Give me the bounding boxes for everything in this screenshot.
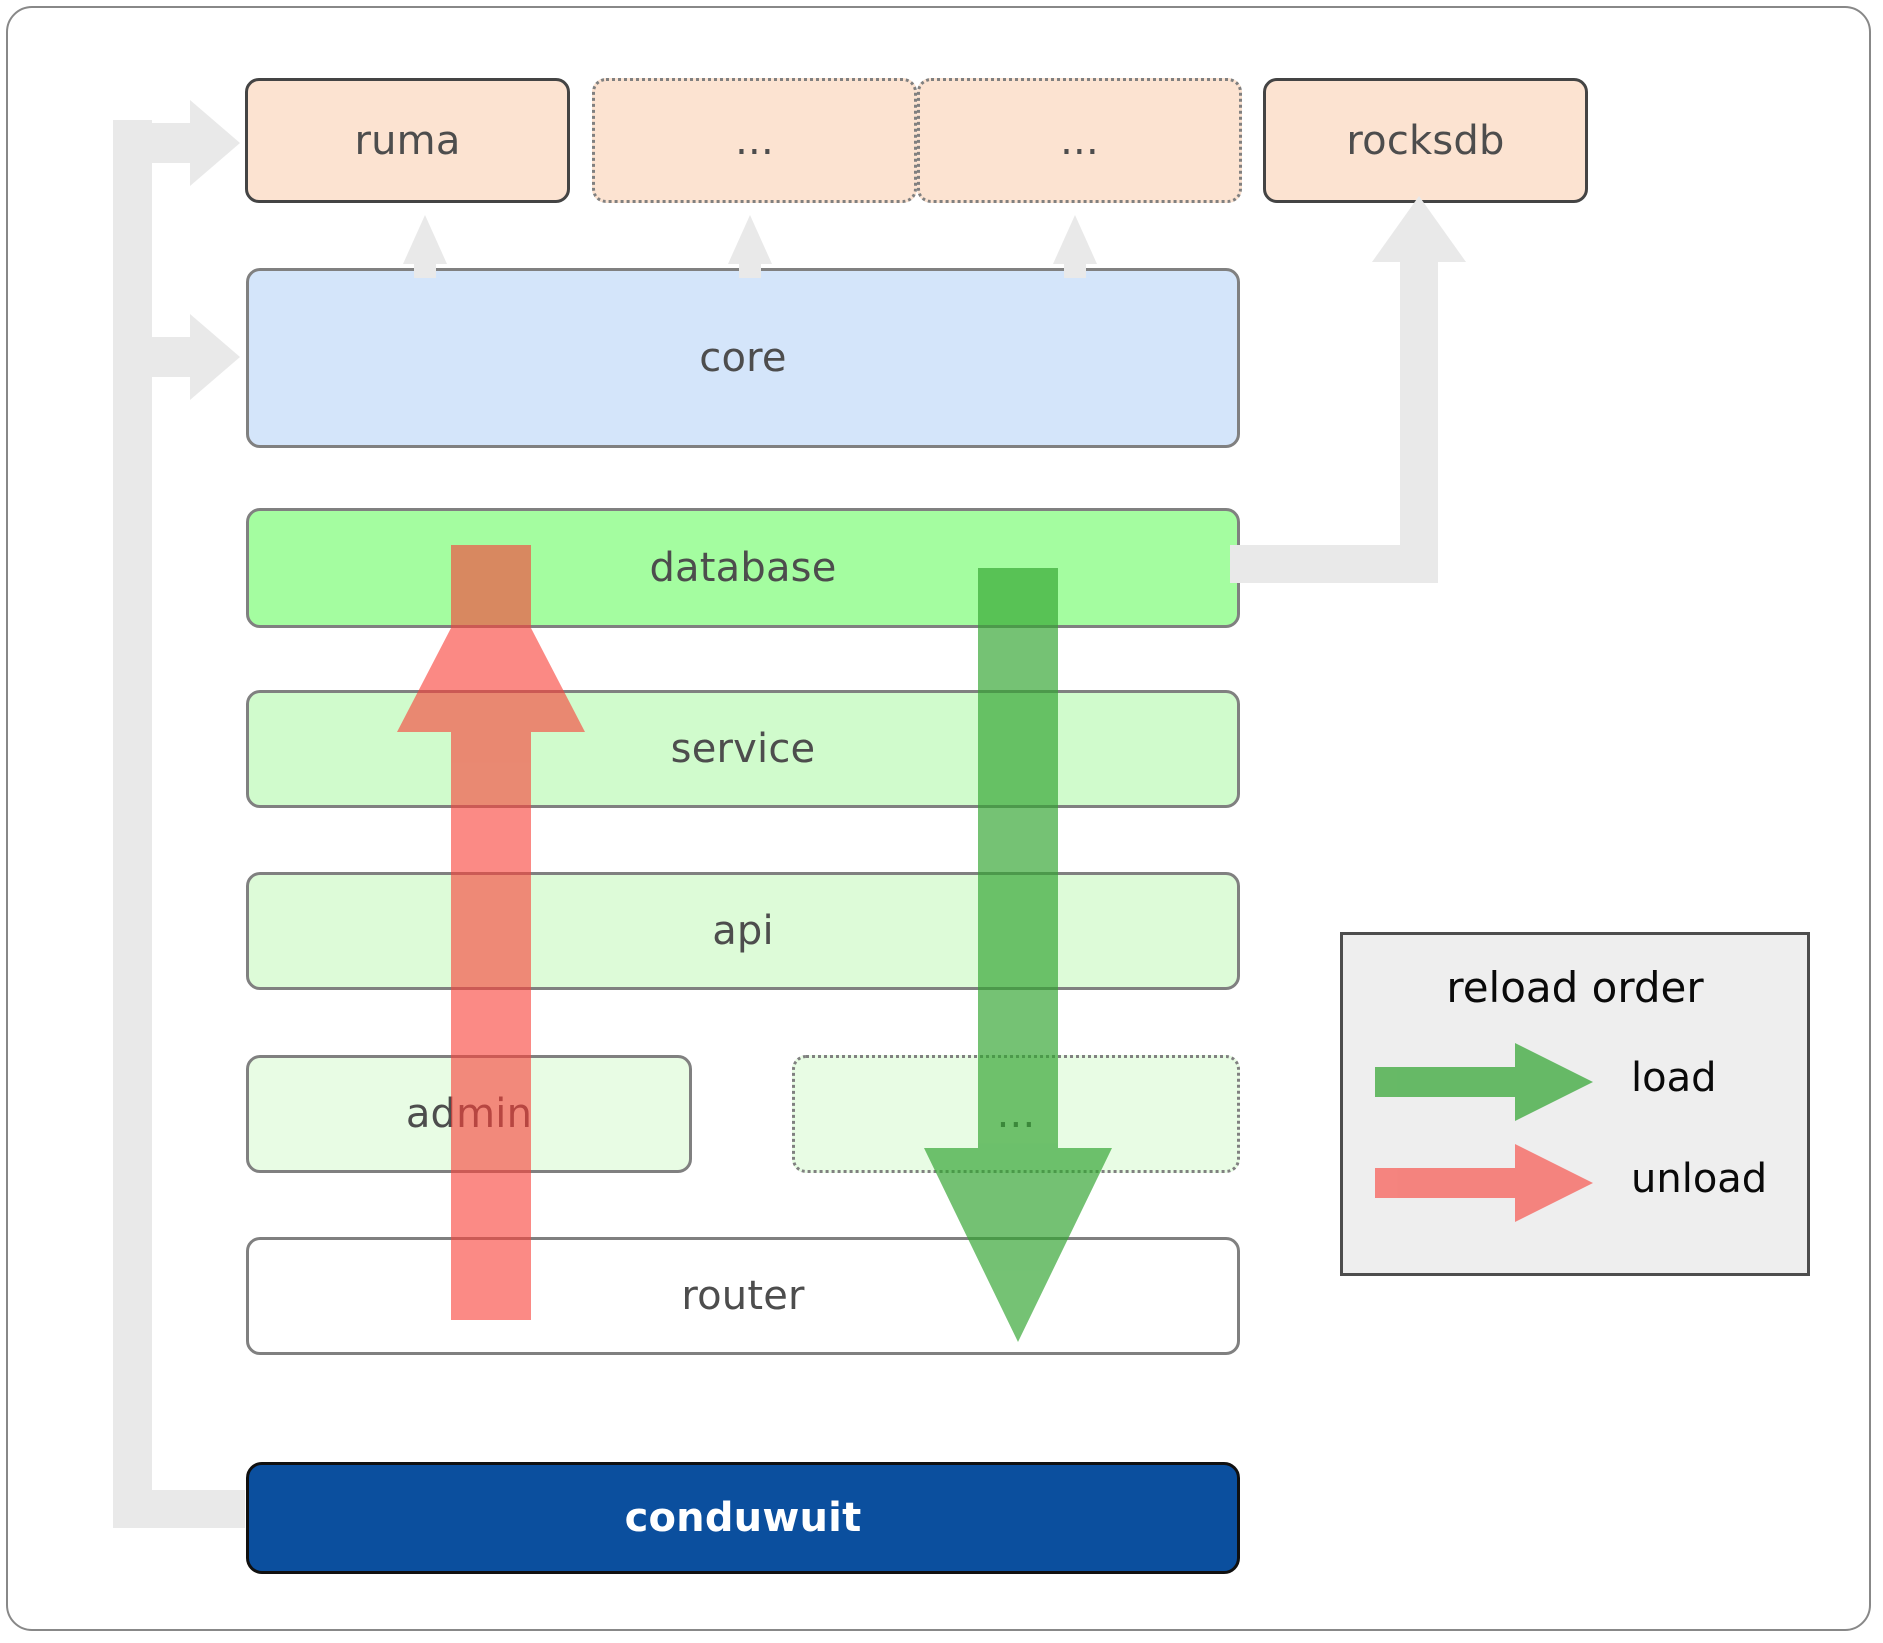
node-ellipsis-mid[interactable]: ...	[792, 1055, 1240, 1173]
node-ellipsis-mid-label: ...	[996, 1091, 1036, 1137]
legend-unload-arrow-icon	[1375, 1144, 1593, 1222]
node-ruma[interactable]: ruma	[245, 78, 570, 203]
node-ruma-label: ruma	[354, 117, 461, 164]
node-service[interactable]: service	[246, 690, 1240, 808]
node-database-label: database	[649, 545, 837, 591]
legend-label-unload: unload	[1631, 1156, 1768, 1202]
node-api[interactable]: api	[246, 872, 1240, 990]
legend-label-load: load	[1631, 1055, 1717, 1101]
node-router-label: router	[681, 1273, 805, 1319]
node-ellipsis-top-1[interactable]: ...	[592, 78, 917, 203]
node-admin-label: admin	[405, 1091, 533, 1137]
node-router[interactable]: router	[246, 1237, 1240, 1355]
node-service-label: service	[670, 726, 816, 772]
legend-reload-order: reload order load unload	[1340, 932, 1810, 1276]
node-rocksdb-label: rocksdb	[1346, 117, 1505, 164]
node-core-label: core	[699, 335, 787, 381]
node-conduwuit[interactable]: conduwuit	[246, 1462, 1240, 1574]
legend-title: reload order	[1446, 963, 1704, 1012]
node-rocksdb[interactable]: rocksdb	[1263, 78, 1588, 203]
node-admin[interactable]: admin	[246, 1055, 692, 1173]
node-ellipsis-top-1-label: ...	[735, 117, 774, 164]
legend-load-arrow-icon	[1375, 1043, 1593, 1121]
node-database[interactable]: database	[246, 508, 1240, 628]
node-conduwuit-label: conduwuit	[624, 1495, 862, 1541]
node-core[interactable]: core	[246, 268, 1240, 448]
legend-arrow-icons	[1375, 1043, 1593, 1222]
node-ellipsis-top-2[interactable]: ...	[917, 78, 1242, 203]
diagram-frame	[6, 6, 1871, 1631]
node-api-label: api	[712, 908, 774, 954]
node-ellipsis-top-2-label: ...	[1060, 117, 1099, 164]
